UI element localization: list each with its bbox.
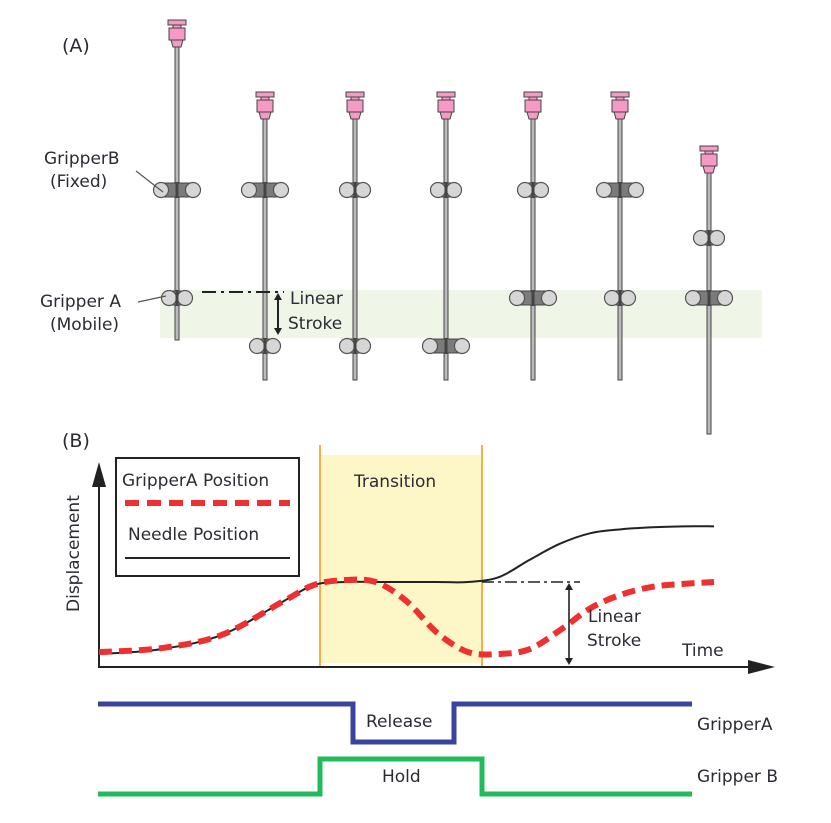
gripper-roller-icon xyxy=(453,337,471,355)
gripper-roller-icon xyxy=(338,337,356,355)
legend-label-grippera: GripperA Position xyxy=(122,471,269,491)
needle-shaft xyxy=(530,118,536,381)
gripper-b-closed xyxy=(240,181,290,199)
gripper-roller-icon xyxy=(716,289,734,307)
needle-step-7 xyxy=(684,145,734,435)
gripper-roller-icon xyxy=(338,181,356,199)
needle-hub-icon xyxy=(345,91,365,120)
timing-label-grippera: GripperA xyxy=(697,715,773,735)
gripper-a-leader xyxy=(137,295,167,303)
series-grippera-position xyxy=(98,576,715,658)
gripper-roller-icon xyxy=(516,181,534,199)
needle-shaft xyxy=(617,118,623,381)
gripper-roller-icon xyxy=(421,337,439,355)
gripper-roller-icon xyxy=(264,337,282,355)
y-axis-arrow-icon xyxy=(92,462,106,487)
gripper-b-leader xyxy=(135,170,164,193)
gripper-roller-icon xyxy=(272,181,290,199)
timing-state-release: Release xyxy=(366,712,432,732)
gripper-roller-icon xyxy=(708,229,726,247)
gripper-roller-icon xyxy=(627,181,645,199)
timing-state-hold: Hold xyxy=(382,767,421,787)
needle-step-3 xyxy=(338,91,372,381)
gripper-roller-icon xyxy=(184,181,202,199)
gripper-roller-icon xyxy=(692,229,710,247)
needle-hub-icon xyxy=(699,145,719,174)
gripper-roller-icon xyxy=(354,337,372,355)
legend-box xyxy=(115,457,300,577)
legend-label-needle: Needle Position xyxy=(128,525,259,545)
y-axis-label: Displacement xyxy=(64,495,84,612)
stroke-arrow-b xyxy=(565,583,573,665)
needle-sequence xyxy=(152,19,734,435)
needle-step-5 xyxy=(508,91,558,381)
stroke-arrow-a xyxy=(274,293,282,335)
gripper-roller-icon xyxy=(248,337,266,355)
gripper-roller-icon xyxy=(354,181,372,199)
transition-label: Transition xyxy=(353,472,436,492)
x-axis-arrow-icon xyxy=(748,660,775,674)
gripper-roller-icon xyxy=(160,289,178,307)
gripper-roller-icon xyxy=(540,289,558,307)
gripper-roller-icon xyxy=(429,181,447,199)
legend: GripperA Position Needle Position xyxy=(115,457,300,577)
linear-stroke-zone xyxy=(160,290,762,338)
stroke-label-b-2: Stroke xyxy=(587,631,641,651)
needle-hub-icon xyxy=(255,91,275,120)
gripper-b-label: GripperB xyxy=(44,149,120,169)
needle-hub-icon xyxy=(167,19,187,48)
stroke-label-a-1: Linear xyxy=(290,289,343,309)
gripper-roller-icon xyxy=(240,181,258,199)
needle-hub-icon xyxy=(436,91,456,120)
needle-hub-icon xyxy=(523,91,543,120)
stroke-label-a-2: Stroke xyxy=(288,314,342,334)
timing-trace-gripperb xyxy=(98,756,692,797)
panel-b-label: (B) xyxy=(62,430,90,452)
gripper-roller-icon xyxy=(532,181,550,199)
needle-step-6 xyxy=(595,91,645,381)
gripper-a-label: Gripper A xyxy=(40,292,121,312)
needle-hub-icon xyxy=(610,91,630,120)
gripper-a-open xyxy=(160,289,194,307)
needle-step-4 xyxy=(421,91,471,381)
gripper-roller-icon xyxy=(508,289,526,307)
gripper-roller-icon xyxy=(176,289,194,307)
needle-step-2 xyxy=(240,91,290,381)
panel-a-label: (A) xyxy=(62,35,90,57)
gripper-roller-icon xyxy=(595,181,613,199)
timing-label-gripperb: Gripper B xyxy=(697,767,778,787)
x-axis-label: Time xyxy=(681,641,724,661)
gripper-roller-icon xyxy=(603,289,621,307)
gripper-b-sublabel: (Fixed) xyxy=(50,172,107,192)
gripper-roller-icon xyxy=(445,181,463,199)
gripper-roller-icon xyxy=(619,289,637,307)
gripper-b-closed xyxy=(595,181,645,199)
gripper-a-sublabel: (Mobile) xyxy=(50,315,119,335)
gripper-roller-icon xyxy=(684,289,702,307)
stroke-label-b-1: Linear xyxy=(588,607,641,627)
transition-region xyxy=(320,455,482,663)
timing-trace-grippera xyxy=(98,701,692,745)
